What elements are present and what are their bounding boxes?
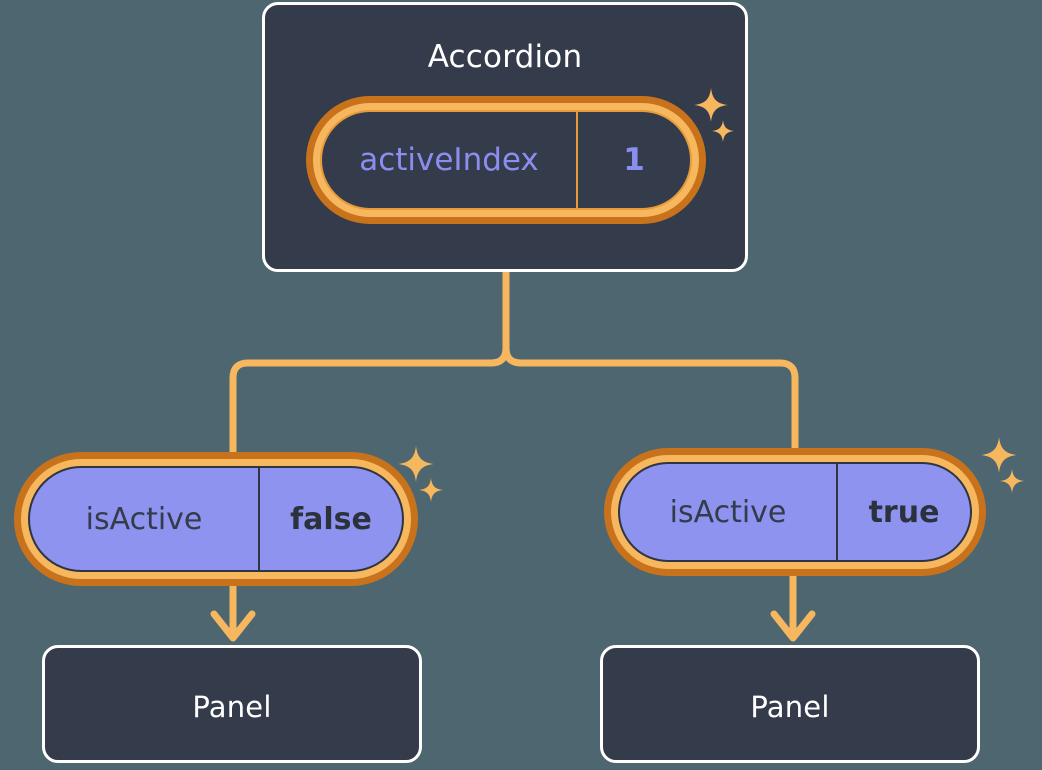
pill-body: activeIndex 1 [320,110,692,210]
state-pill-is-active-left[interactable]: isActive false [14,452,418,586]
pill-body: isActive false [28,466,404,572]
pill-key-active-index: activeIndex [322,112,578,208]
arrowhead-right-panel [770,610,816,642]
state-pill-is-active-right[interactable]: isActive true [604,448,986,576]
state-pill-active-index[interactable]: activeIndex 1 [306,96,706,224]
component-node-panel-left[interactable]: Panel [42,645,422,763]
wire-trunk-split [229,268,510,466]
pill-value-active-index: 1 [623,142,645,178]
accordion-title: Accordion [427,39,583,75]
component-node-panel-right[interactable]: Panel [600,645,980,763]
arrowhead-left-panel [210,610,256,642]
pill-key-is-active-right: isActive [620,464,838,560]
sparkle-icon-right-small [1000,469,1024,493]
pill-ring-inner: activeIndex 1 [313,103,699,217]
pill-value-is-active-left: false [290,501,372,537]
pill-ring-inner: isActive false [21,459,411,579]
pill-value-is-active-right: true [868,494,940,530]
sparkle-icon-left-small [419,478,443,502]
pill-ring-inner: isActive true [611,455,979,569]
panel-left-title: Panel [192,690,272,724]
pill-body: isActive true [618,462,972,562]
pill-key-is-active-left: isActive [30,468,260,570]
sparkle-icon-right-big [981,437,1017,473]
wire-trunk-split-right [502,268,799,462]
panel-right-title: Panel [750,690,830,724]
